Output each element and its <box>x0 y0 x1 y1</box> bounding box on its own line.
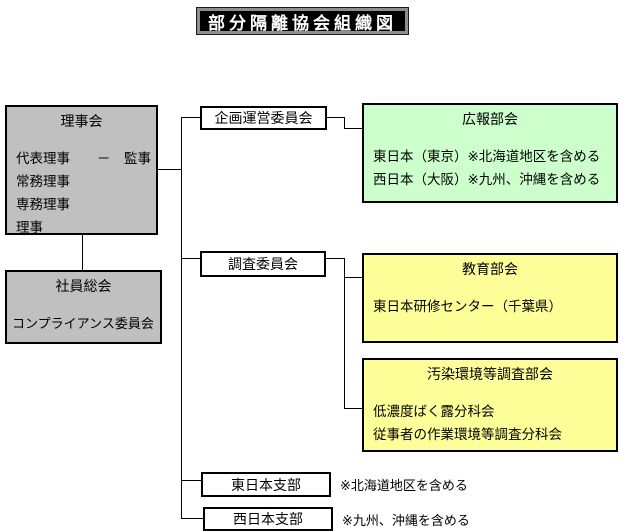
connector-planning-step <box>344 117 345 129</box>
connector-trunk-to-planning <box>181 117 200 118</box>
pollution-survey-subcommittee-item: 低濃度ばく露分科会 <box>373 404 495 419</box>
connector-trunk-vertical <box>181 117 182 519</box>
connector-planning-out <box>327 117 345 118</box>
east-branch-box: 東日本支部 <box>201 472 331 497</box>
general-meeting-title: 社員総会 <box>55 278 112 294</box>
chart-title: 部分隔離協会組織図 <box>200 11 405 33</box>
general-meeting-box: 社員総会 コンプライアンス委員会 <box>5 270 162 344</box>
board-item: 代表理事 － 監事 <box>16 151 151 166</box>
pr-subcommittee-item: 東日本（東京）※北海道地区を含める <box>373 149 601 164</box>
planning-committee-box: 企画運営委員会 <box>200 106 327 130</box>
connector-trunk-to-survey <box>181 258 200 259</box>
pollution-survey-subcommittee-item: 従事者の作業環境等調査分科会 <box>373 427 562 442</box>
education-subcommittee-item: 東日本研修センター（千葉県） <box>373 299 562 314</box>
survey-committee-label: 調査委員会 <box>228 256 298 272</box>
connector-trunk-to-east-branch <box>181 480 201 481</box>
pollution-survey-subcommittee-box: 汚染環境等調査部会 低濃度ばく露分科会 従事者の作業環境等調査分科会 <box>362 358 618 452</box>
pr-subcommittee-title: 広報部会 <box>462 111 518 127</box>
connector-survey-out <box>326 258 345 259</box>
pollution-survey-subcommittee-title: 汚染環境等調査部会 <box>427 366 553 382</box>
planning-committee-label: 企画運営委員会 <box>214 110 313 126</box>
west-branch-note: ※九州、沖縄を含める <box>342 512 470 528</box>
connector-trunk-to-west-branch <box>181 518 203 519</box>
connector-survey-vertical <box>344 258 345 409</box>
board-box: 理事会 代表理事 － 監事 常務理事 専務理事 理事 <box>5 105 158 235</box>
connector-survey-to-education <box>344 277 362 278</box>
education-subcommittee-title: 教育部会 <box>462 261 518 277</box>
pr-subcommittee-box: 広報部会 東日本（東京）※北海道地区を含める 西日本（大阪）※九州、沖縄を含める <box>362 103 618 203</box>
east-branch-label: 東日本支部 <box>231 476 301 493</box>
connector-board-to-trunk <box>158 169 182 170</box>
board-title: 理事会 <box>60 113 103 129</box>
connector-survey-to-pollution <box>344 408 362 409</box>
chart-title-banner: 部分隔離協会組織図 <box>196 7 409 35</box>
connector-planning-to-pr <box>344 128 362 129</box>
west-branch-box: 西日本支部 <box>203 507 333 531</box>
west-branch-label: 西日本支部 <box>233 511 303 527</box>
survey-committee-box: 調査委員会 <box>200 251 326 277</box>
board-item: 常務理事 <box>16 174 70 189</box>
education-subcommittee-box: 教育部会 東日本研修センター（千葉県） <box>362 253 618 343</box>
general-meeting-item: コンプライアンス委員会 <box>12 316 154 331</box>
east-branch-note: ※北海道地区を含める <box>340 478 468 493</box>
connector-board-to-meeting <box>82 235 83 270</box>
pr-subcommittee-item: 西日本（大阪）※九州、沖縄を含める <box>373 172 601 187</box>
board-item: 専務理事 <box>16 197 70 212</box>
board-item: 理事 <box>16 220 43 235</box>
